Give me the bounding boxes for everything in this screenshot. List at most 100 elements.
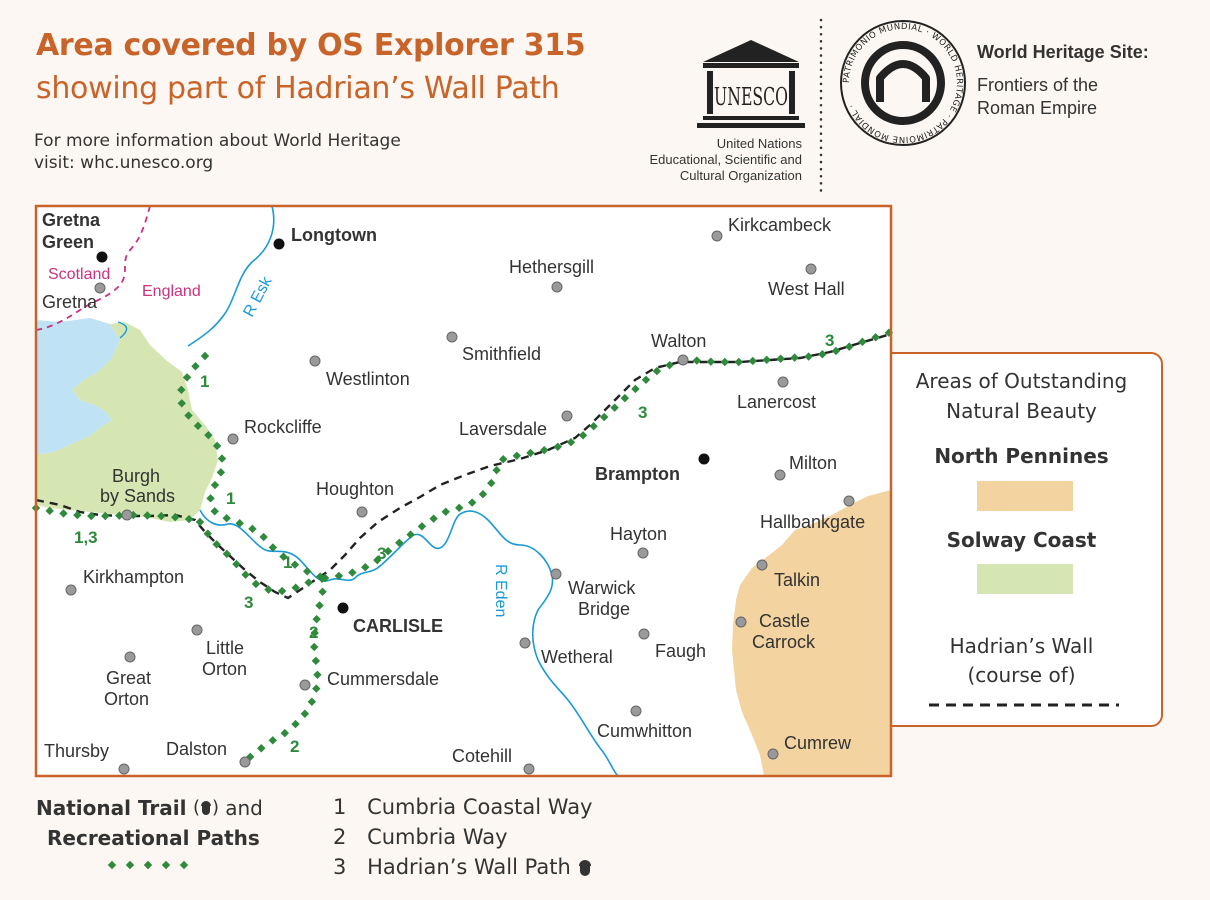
national-trail-text: National Trail <box>36 796 187 820</box>
label-hallbankgate: Hallbankgate <box>760 512 865 532</box>
route-number: 2 <box>333 825 347 849</box>
trail-marker-hadrians-wall-path <box>241 570 250 579</box>
trail-marker-hadrians-wall-path <box>831 346 841 356</box>
trail-marker-hadrians-wall-path <box>790 353 799 362</box>
trail-marker-hadrians-wall-path <box>553 442 563 451</box>
trail-marker-hadrians-wall-path <box>492 465 501 475</box>
trail-marker-cumbria-coastal-way <box>212 441 222 451</box>
legend-wall-line-sample <box>929 703 1119 707</box>
label-talkin: Talkin <box>774 570 820 590</box>
trail-marker-hadrians-wall-path <box>871 333 880 342</box>
label-castle-carrock-2: Carrock <box>752 632 816 652</box>
trail-marker-hadrians-wall-path <box>361 562 370 572</box>
trail-marker-cumbria-coastal-way <box>315 572 325 581</box>
label-cumrew: Cumrew <box>784 733 852 753</box>
trail-marker-cumbria-way <box>300 709 310 718</box>
trail-marker-cumbria-coastal-way <box>216 468 226 477</box>
route-number-3-c: 3 <box>377 544 386 563</box>
trail-marker-hadrians-wall-path <box>467 498 477 507</box>
place-dot-cotehill <box>523 763 535 775</box>
trail-marker-hadrians-wall-path <box>652 366 662 376</box>
trail-marker-cumbria-way <box>280 728 289 738</box>
place-dot-brampton <box>698 453 710 465</box>
solway-coast-swatch <box>977 564 1073 594</box>
place-dot-burgh <box>121 509 133 521</box>
trail-marker-hadrians-wall-path <box>734 357 744 367</box>
trail-sample-marker <box>143 860 153 870</box>
label-great-orton-1: Great <box>106 668 151 688</box>
trail-marker-cumbria-coastal-way <box>184 411 193 420</box>
legend-wall-line1: Hadrian’s Wall <box>949 634 1094 658</box>
north-pennines-area <box>732 490 891 776</box>
trail-marker-cumbria-coastal-way <box>177 399 186 408</box>
dotted-separator <box>819 18 823 198</box>
label-kirkhampton: Kirkhampton <box>83 567 184 587</box>
trail-marker-cumbria-coastal-way <box>191 362 200 371</box>
national-trail-label: National Trail ( ) and <box>36 796 263 823</box>
route-number-3-a: 3 <box>825 331 834 350</box>
place-dot-lanercost <box>777 376 789 388</box>
trail-marker-hadrians-wall-path <box>441 507 450 516</box>
place-dot-kirkhampton <box>65 584 77 596</box>
trail-marker-hadrians-wall-path <box>406 530 415 539</box>
trail-marker-hadrians-wall-path <box>692 356 702 365</box>
label-milton: Milton <box>789 453 837 473</box>
trail-marker-hadrians-wall-path <box>620 393 630 403</box>
place-dot-talkin <box>756 559 768 571</box>
trail-symbol-sample <box>107 860 189 870</box>
place-dot-smithfield <box>446 331 458 343</box>
label-warwick-bridge-1: Warwick <box>568 578 636 598</box>
trail-marker-cumbria-way <box>268 736 277 745</box>
trail-marker-hadrians-wall-path <box>373 555 382 565</box>
label-smithfield: Smithfield <box>462 344 541 364</box>
trail-marker-hadrians-wall-path <box>762 355 771 365</box>
label-houghton: Houghton <box>316 479 394 499</box>
trail-marker-hadrians-wall-path <box>526 448 535 458</box>
trail-marker-shared-1-3 <box>129 510 138 520</box>
river-eden <box>199 509 619 776</box>
place-dot-longtown <box>273 238 285 250</box>
place-dot-west-hall <box>805 263 817 275</box>
label-gretna-green-1: Gretna <box>42 210 101 230</box>
trail-marker-hadrians-wall-path <box>429 514 438 523</box>
acorn-icon: ( ) <box>193 796 219 823</box>
legend-aonb-line1: Areas of Outstanding <box>915 369 1128 393</box>
trail-marker-cumbria-coastal-way <box>279 552 288 561</box>
place-dot-castle-carrock <box>735 616 747 628</box>
trail-marker-hadrians-wall-path <box>540 445 549 455</box>
trail-marker-cumbria-way <box>310 628 319 638</box>
trail-marker-cumbria-coastal-way <box>268 543 278 552</box>
trail-marker-hadrians-wall-path <box>610 403 619 412</box>
route-number-1-3: 1,3 <box>74 528 98 547</box>
and-text: and <box>225 796 263 820</box>
legend-wall-line2: (course of) <box>967 663 1076 687</box>
trail-sample-marker <box>107 860 117 870</box>
label-wetheral: Wetheral <box>541 647 613 667</box>
route-item-3: 3 Hadrian’s Wall Path <box>333 855 593 882</box>
route-number-2-b: 2 <box>290 737 299 756</box>
map-frame <box>34 204 893 778</box>
trail-marker-cumbria-coastal-way <box>259 532 268 542</box>
trail-marker-hadrians-wall-path <box>845 342 854 351</box>
trail-marker-shared-1-3 <box>101 511 110 521</box>
label-cumwhitton: Cumwhitton <box>597 721 692 741</box>
trail-marker-cumbria-coastal-way <box>206 494 215 503</box>
recreational-paths-label: Recreational Paths <box>47 826 260 850</box>
label-cummersdale: Cummersdale <box>327 669 439 689</box>
river-esk <box>187 206 275 347</box>
trail-sample-marker <box>161 860 171 870</box>
place-dot-gretna-green <box>96 251 108 263</box>
trail-marker-hadrians-wall-path <box>222 549 232 559</box>
place-dot-faugh <box>638 628 650 640</box>
river-estuary-edge <box>117 321 128 339</box>
trail-marker-cumbria-way <box>315 601 324 610</box>
trail-marker-hadrians-wall-path <box>804 352 813 361</box>
trail-marker-shared-1-3 <box>45 506 54 516</box>
trail-marker-hadrians-wall-path <box>304 578 313 587</box>
label-faugh: Faugh <box>655 641 706 661</box>
trail-marker-hadrians-wall-path <box>776 354 785 363</box>
trail-marker-cumbria-coastal-way <box>182 373 192 382</box>
legend-box <box>880 352 1163 727</box>
legend-solway-coast: Solway Coast <box>946 528 1097 552</box>
trail-marker-shared-1-3 <box>157 511 166 521</box>
